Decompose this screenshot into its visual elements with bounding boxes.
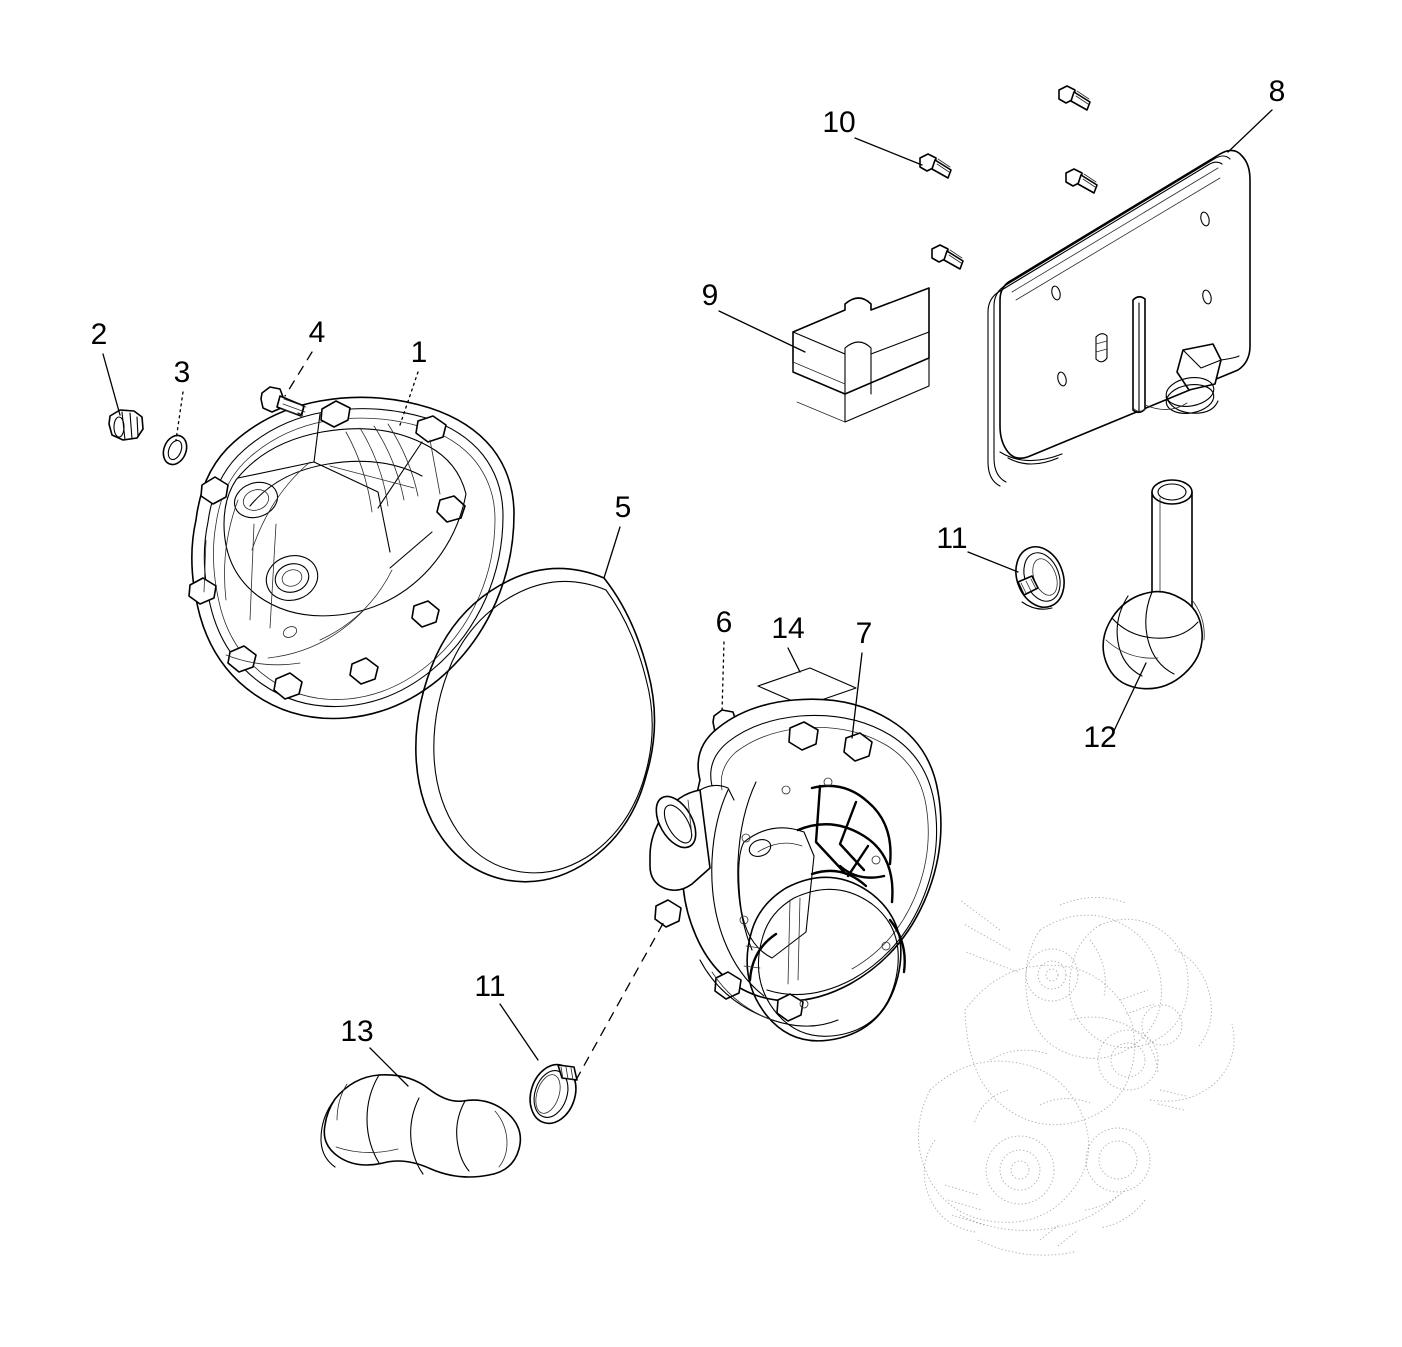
callout-number-3: 3: [174, 356, 191, 389]
leader-4: [284, 351, 313, 397]
part-hose-clamp-lower: [529, 917, 667, 1125]
part-intake-hose-boot: [320, 1073, 522, 1178]
mounting-screw-2: [919, 153, 952, 179]
callout-number-13: 13: [340, 1015, 373, 1048]
leader-9: [718, 310, 806, 353]
part-outer-clutch-cover: [188, 396, 515, 720]
mounting-screw-4: [931, 244, 964, 270]
callout-number-8: 8: [1269, 75, 1286, 108]
leader-14: [787, 647, 801, 673]
leader-7: [851, 652, 863, 739]
part-inner-clutch-cover: [649, 698, 942, 1042]
leader-11b: [499, 1003, 539, 1061]
leader-6: [721, 641, 725, 713]
mounting-screw-3: [1065, 168, 1098, 194]
callout-numbers: 1 2 3 4 5 6 7 8 9 10 11 11 12 13 14: [91, 75, 1286, 1048]
callout-number-11-upper: 11: [936, 522, 967, 555]
callout-number-6: 6: [716, 606, 733, 639]
leader-11a: [967, 551, 1019, 573]
callout-number-10: 10: [822, 106, 855, 139]
callout-number-11-lower: 11: [474, 970, 505, 1003]
cover-bolt-bosses: [188, 400, 466, 700]
part-flange-bolt: [260, 386, 307, 417]
leader-2: [102, 353, 121, 416]
part-mounting-screws: [919, 85, 1098, 270]
callout-number-5: 5: [615, 491, 632, 524]
callout-number-1: 1: [411, 336, 428, 369]
part-sealing-washer: [162, 434, 188, 466]
part-foam-block-pad: [792, 287, 930, 423]
callout-number-12: 12: [1083, 721, 1116, 754]
callout-leader-lines: [102, 109, 1273, 1087]
engine-assembly-reference-ghost: [918, 897, 1235, 1256]
leader-13: [369, 1047, 409, 1087]
callout-number-7: 7: [856, 617, 873, 650]
part-air-box-cover-panel: [987, 149, 1251, 487]
part-air-intake-duct-elbow: [1102, 479, 1205, 690]
leader-12: [1111, 662, 1147, 736]
callout-number-14: 14: [771, 612, 804, 645]
callout-number-2: 2: [91, 318, 108, 351]
part-cover-gasket-o-ring: [415, 567, 656, 883]
leader-10: [854, 137, 923, 166]
mounting-screw-1: [1058, 85, 1091, 111]
part-hose-clamp-upper: [1015, 546, 1065, 610]
callout-number-9: 9: [702, 279, 719, 312]
leader-8: [1227, 109, 1273, 153]
leader-3: [175, 391, 184, 441]
leader-5: [603, 526, 621, 579]
callout-number-4: 4: [309, 316, 326, 349]
part-drain-plug: [108, 409, 144, 441]
